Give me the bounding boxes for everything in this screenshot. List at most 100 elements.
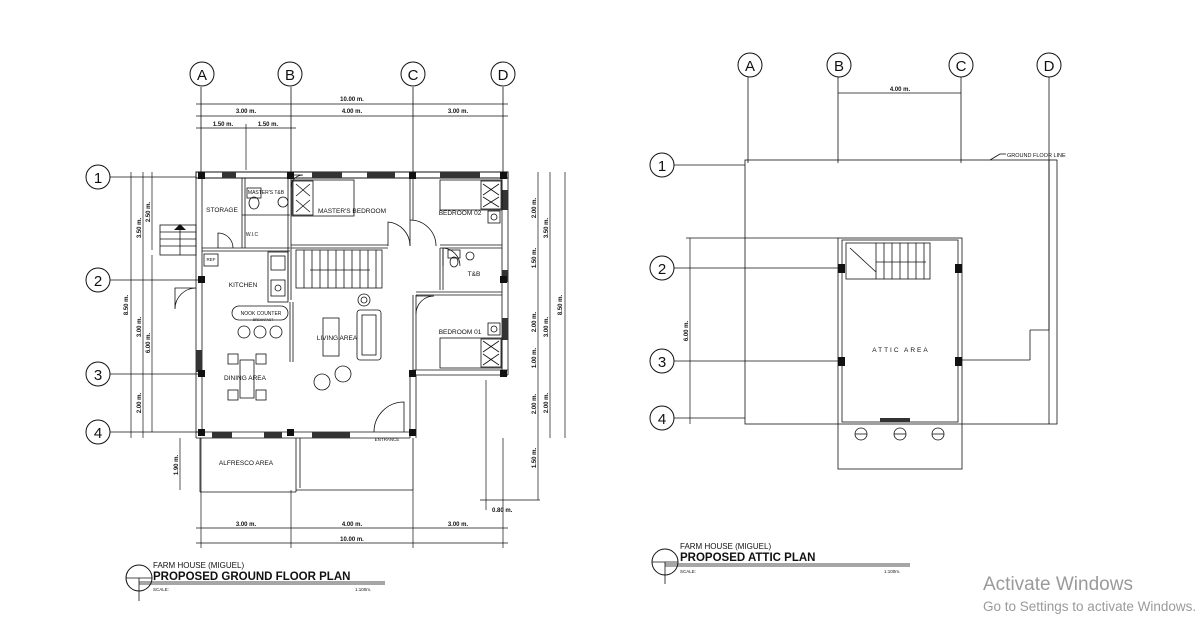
room-label-master-tb: MASTER'S T&B	[248, 190, 285, 196]
attic-title-block: FARM HOUSE (MIGUEL) PROPOSED ATTIC PLAN …	[651, 542, 910, 584]
svg-text:3.00 m.: 3.00 m.	[448, 522, 469, 528]
attic-grid-bubble-1: 1	[649, 152, 675, 178]
svg-text:2.00 m.: 2.00 m.	[532, 198, 538, 219]
svg-text:4.00 m.: 4.00 m.	[342, 109, 363, 115]
svg-text:8.50 m.: 8.50 m.	[558, 295, 564, 316]
attic-grid-bubble-4: 4	[649, 405, 675, 431]
attic-scale-value: 1:100m.	[884, 569, 900, 574]
attic-ground-floor-line-label: GROUND FLOOR LINE	[1007, 153, 1066, 159]
room-label-ref: REF	[207, 257, 216, 262]
svg-text:0.80 m.: 0.80 m.	[492, 508, 513, 514]
ground-grid-bubble-1: 1	[85, 164, 111, 190]
room-label-tb: T&B	[468, 271, 481, 278]
ground-grid-bubble-a: A	[189, 61, 215, 87]
ground-scale-value: 1:100m.	[355, 587, 371, 592]
attic-ground-floor-outline: GROUND FLOOR LINE	[744, 153, 1066, 425]
svg-text:C: C	[408, 67, 419, 84]
svg-text:2.00 m.: 2.00 m.	[532, 312, 538, 333]
room-label-masters-bedroom: MASTER'S BEDROOM	[318, 208, 386, 215]
svg-text:3.50 m.: 3.50 m.	[137, 218, 143, 239]
svg-text:1.00 m.: 1.00 m.	[532, 348, 538, 369]
ground-title-block: FARM HOUSE (MIGUEL) PROPOSED GROUND FLOO…	[125, 561, 385, 601]
attic-walls	[837, 237, 963, 470]
ground-plan-title: PROPOSED GROUND FLOOR PLAN	[153, 571, 350, 583]
svg-text:D: D	[498, 67, 509, 84]
svg-text:4.00 m.: 4.00 m.	[890, 87, 911, 93]
svg-text:6.00 m.: 6.00 m.	[684, 321, 690, 342]
svg-text:1.50 m.: 1.50 m.	[532, 448, 538, 469]
attic-grid-bubble-b: B	[826, 52, 852, 78]
svg-text:2.00 m.: 2.00 m.	[544, 393, 550, 414]
room-label-entrance: ENTRANCE	[375, 437, 400, 442]
attic-grid-bubble-d: D	[1036, 52, 1062, 78]
ground-grid-bubble-2: 2	[85, 267, 111, 293]
room-label-kitchen: KITCHEN	[229, 282, 258, 289]
ground-stairs	[159, 224, 383, 289]
svg-text:A: A	[745, 58, 755, 75]
attic-project-name: FARM HOUSE (MIGUEL)	[680, 542, 771, 551]
attic-grid-bubble-3: 3	[649, 348, 675, 374]
ground-grid-bubble-4: 4	[85, 419, 111, 445]
ground-bottom-dimensions: 3.00 m. 4.00 m. 3.00 m. 10.00 m. 1.90 m.	[174, 438, 508, 548]
attic-fixtures	[854, 427, 945, 441]
room-label-attic-area: ATTIC AREA	[872, 347, 929, 354]
ground-alfresco-outline	[199, 438, 414, 493]
svg-text:8.50 m.: 8.50 m.	[124, 295, 130, 316]
svg-text:B: B	[834, 58, 844, 75]
attic-dimensions: 4.00 m. 6.00 m.	[684, 87, 961, 424]
svg-text:10.00 m.: 10.00 m.	[340, 97, 364, 103]
ground-doors	[174, 174, 461, 433]
svg-text:10.00 m.: 10.00 m.	[340, 537, 364, 543]
ground-project-name: FARM HOUSE (MIGUEL)	[153, 561, 244, 570]
ground-room-labels: STORAGE MASTER'S T&B MASTER'S BEDROOM BE…	[206, 190, 482, 467]
ground-grid-bubble-d: D	[490, 61, 516, 87]
attic-grid-bubble-2: 2	[649, 255, 675, 281]
ground-grid-bubble-3: 3	[85, 361, 111, 387]
ground-top-dimensions: 10.00 m. 3.00 m. 4.00 m. 3.00 m. 1.50 m.…	[196, 97, 508, 170]
svg-text:3.00 m.: 3.00 m.	[236, 522, 257, 528]
svg-text:D: D	[1044, 58, 1055, 75]
svg-text:1.90 m.: 1.90 m.	[174, 455, 180, 476]
attic-grid-lines	[674, 77, 1050, 419]
svg-text:3.50 m.: 3.50 m.	[544, 218, 550, 239]
attic-plan: A B C D 1 2 3 4	[649, 52, 1066, 584]
svg-text:2.50 m.: 2.50 m.	[146, 202, 152, 223]
svg-text:C: C	[956, 58, 967, 75]
ground-scale-label: SCALE:	[153, 587, 169, 592]
svg-text:2: 2	[94, 273, 102, 290]
room-label-dining-area: DINING AREA	[224, 375, 267, 382]
svg-text:1: 1	[94, 170, 102, 187]
room-label-nook-counter: NOOK COUNTER	[241, 311, 282, 317]
svg-text:2.00 m.: 2.00 m.	[137, 393, 143, 414]
room-label-alfresco: ALFRESCO AREA	[219, 460, 274, 467]
attic-plan-title: PROPOSED ATTIC PLAN	[680, 552, 815, 564]
activate-windows-title: Activate Windows	[983, 574, 1133, 595]
room-label-bedroom-02: BEDROOM 02	[439, 210, 482, 217]
svg-text:3: 3	[94, 367, 102, 384]
ground-columns	[198, 172, 507, 436]
activate-windows-subtitle: Go to Settings to activate Windows.	[983, 599, 1197, 614]
attic-grid-bubble-a: A	[737, 52, 763, 78]
svg-text:3.00 m.: 3.00 m.	[544, 317, 550, 338]
svg-text:2.00 m.: 2.00 m.	[532, 394, 538, 415]
room-label-living-area: LIVING AREA	[317, 335, 358, 342]
svg-text:3.00 m.: 3.00 m.	[137, 317, 143, 338]
svg-text:1: 1	[658, 158, 666, 175]
ground-floor-plan: A B C D 1 2 3 4	[85, 61, 566, 601]
room-label-wic: W.I.C	[246, 232, 259, 238]
svg-text:3.00 m.: 3.00 m.	[448, 109, 469, 115]
svg-text:3: 3	[658, 354, 666, 371]
svg-text:A: A	[197, 67, 207, 84]
ground-furniture	[203, 179, 503, 401]
room-label-nook-sub: BREAKFAST	[253, 318, 274, 322]
svg-text:1.50 m.: 1.50 m.	[532, 248, 538, 269]
room-label-bedroom-01: BEDROOM 01	[439, 329, 482, 336]
svg-text:6.00 m.: 6.00 m.	[146, 333, 152, 354]
attic-grid-bubble-c: C	[948, 52, 974, 78]
ground-grid-bubble-c: C	[400, 61, 426, 87]
attic-scale-label: SCALE:	[680, 569, 696, 574]
svg-text:3.00 m.: 3.00 m.	[236, 109, 257, 115]
svg-text:4: 4	[658, 411, 666, 428]
svg-text:B: B	[285, 67, 295, 84]
